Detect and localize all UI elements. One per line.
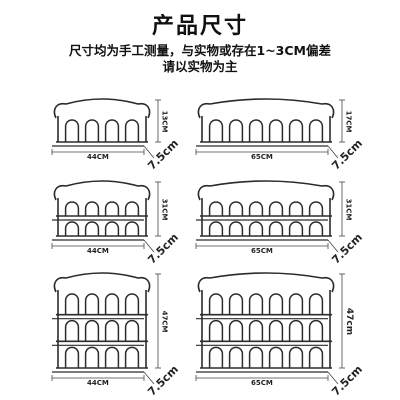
shoe-hook-loop	[308, 319, 324, 342]
shoe-hook-loop	[124, 346, 140, 368]
shoe-hook-loop	[124, 319, 140, 342]
width-label: 44CM	[87, 153, 109, 161]
shoe-hook-loop	[308, 119, 324, 142]
page-title: 产品尺寸	[151, 14, 248, 39]
rack-drawing	[51, 272, 161, 385]
shoe-hook-loop	[104, 221, 120, 236]
shoe-hook-loop	[228, 346, 244, 368]
shoe-hook-loop	[288, 221, 304, 236]
shoe-hook-loop	[104, 319, 120, 342]
rack-top-arch	[197, 272, 335, 293]
shoe-hook-loop	[308, 293, 324, 315]
height-label: 47CM	[159, 310, 168, 332]
shoe-hook-loop	[208, 319, 224, 342]
shoe-hook-loop	[124, 221, 140, 236]
width-label: 65CM	[251, 379, 273, 387]
rack-drawing	[195, 98, 345, 159]
width-label: 44CM	[87, 247, 109, 255]
rack-top-arch	[53, 272, 151, 293]
height-label: 31CM	[343, 198, 352, 220]
shoe-hook-loop	[64, 201, 80, 216]
shoe-hook-loop	[124, 201, 140, 216]
shoe-hook-loop	[64, 293, 80, 315]
height-label: 13CM	[159, 110, 168, 132]
shoe-hook-loop	[84, 201, 100, 216]
rack-drawing	[51, 180, 161, 253]
shoe-hook-loop	[64, 221, 80, 236]
shoe-hook-loop	[208, 221, 224, 236]
shoe-hook-loop	[268, 119, 284, 142]
measurement-note: 尺寸均为手工测量，与实物或存在1~3CM偏差	[69, 43, 331, 58]
shoe-hook-loop	[248, 293, 264, 315]
shoe-hook-loop	[104, 293, 120, 315]
shoe-hook-loop	[268, 201, 284, 216]
shoe-hook-loop	[248, 346, 264, 368]
depth-dimension-line	[327, 239, 339, 253]
shoe-hook-loop	[268, 346, 284, 368]
shoe-hook-loop	[228, 293, 244, 315]
shoe-hook-loop	[104, 119, 120, 142]
depth-dimension-line	[143, 145, 155, 159]
shoe-hook-loop	[64, 319, 80, 342]
shoe-hook-loop	[288, 201, 304, 216]
height-label: 17CM	[343, 110, 352, 132]
shoe-hook-loop	[64, 346, 80, 368]
width-label: 44CM	[87, 379, 109, 387]
shoe-hook-loop	[84, 119, 100, 142]
shoe-hook-loop	[288, 119, 304, 142]
shoe-hook-loop	[228, 319, 244, 342]
depth-dimension-line	[327, 145, 339, 159]
shoe-hook-loop	[228, 201, 244, 216]
shoe-hook-loop	[124, 293, 140, 315]
shoe-hook-loop	[248, 221, 264, 236]
rack-top-arch	[53, 98, 151, 119]
shoe-hook-loop	[84, 221, 100, 236]
shoe-hook-loop	[288, 319, 304, 342]
shoe-hook-loop	[248, 319, 264, 342]
shoe-hook-loop	[104, 201, 120, 216]
width-label: 65CM	[251, 247, 273, 255]
rack-top-arch	[53, 180, 151, 201]
rack-drawing	[195, 272, 345, 385]
shoe-hook-loop	[228, 221, 244, 236]
depth-dimension-line	[143, 239, 155, 253]
shoe-hook-loop	[208, 119, 224, 142]
height-label: 31CM	[159, 198, 168, 220]
rack-drawing	[51, 98, 161, 159]
shoe-hook-loop	[268, 221, 284, 236]
shoe-hook-loop	[268, 293, 284, 315]
depth-dimension-line	[143, 371, 155, 385]
shoe-hook-loop	[248, 201, 264, 216]
shoe-hook-loop	[84, 346, 100, 368]
shoe-hook-loop	[124, 119, 140, 142]
shoe-hook-loop	[104, 346, 120, 368]
depth-dimension-line	[327, 371, 339, 385]
shoe-hook-loop	[208, 293, 224, 315]
shoe-hook-loop	[308, 221, 324, 236]
shoe-hook-loop	[308, 346, 324, 368]
shoe-hook-loop	[228, 119, 244, 142]
width-label: 65CM	[251, 153, 273, 161]
shoe-hook-loop	[84, 319, 100, 342]
shoe-hook-loop	[288, 346, 304, 368]
rack-drawing	[195, 180, 345, 253]
shoe-hook-loop	[208, 346, 224, 368]
rack-top-arch	[197, 180, 335, 201]
shoe-hook-loop	[248, 119, 264, 142]
measurement-note-secondary: 请以实物为主	[162, 59, 238, 74]
shoe-hook-loop	[64, 119, 80, 142]
height-label: 47cm	[344, 307, 355, 335]
shoe-hook-loop	[208, 201, 224, 216]
shoe-hook-loop	[288, 293, 304, 315]
shoe-hook-loop	[308, 201, 324, 216]
shoe-hook-loop	[268, 319, 284, 342]
shoe-hook-loop	[84, 293, 100, 315]
rack-top-arch	[197, 98, 335, 119]
